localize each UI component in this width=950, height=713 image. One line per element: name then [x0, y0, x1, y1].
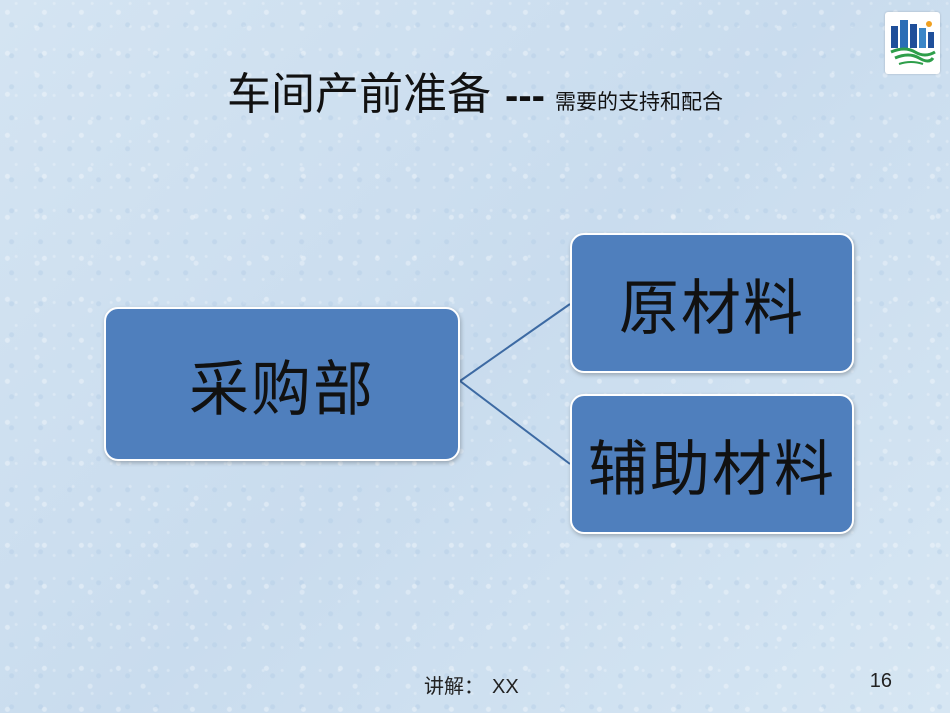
child-node-label: 原材料 — [619, 273, 805, 344]
root-node-procurement: 采购部 — [104, 307, 460, 461]
page-number: 16 — [869, 670, 892, 692]
title-dash: --- — [505, 74, 545, 118]
slide-title: 车间产前准备 --- 需要的支持和配合 — [0, 58, 950, 122]
child-node-raw-materials: 原材料 — [570, 233, 854, 373]
presenter-name: XX — [492, 676, 519, 698]
city-skyline-logo-icon — [885, 12, 940, 74]
title-main: 车间产前准备 — [227, 69, 492, 120]
connector-root-to-child-1 — [459, 303, 571, 382]
presenter-label: 讲解： — [424, 674, 484, 698]
child-node-label: 辅助材料 — [588, 434, 836, 505]
title-subtitle: 需要的支持和配合 — [554, 90, 723, 114]
footer-presenter: 讲解： XX — [424, 670, 519, 699]
connector-root-to-child-2 — [459, 380, 571, 465]
child-node-auxiliary-materials: 辅助材料 — [570, 394, 854, 534]
root-node-label: 采购部 — [189, 354, 375, 425]
